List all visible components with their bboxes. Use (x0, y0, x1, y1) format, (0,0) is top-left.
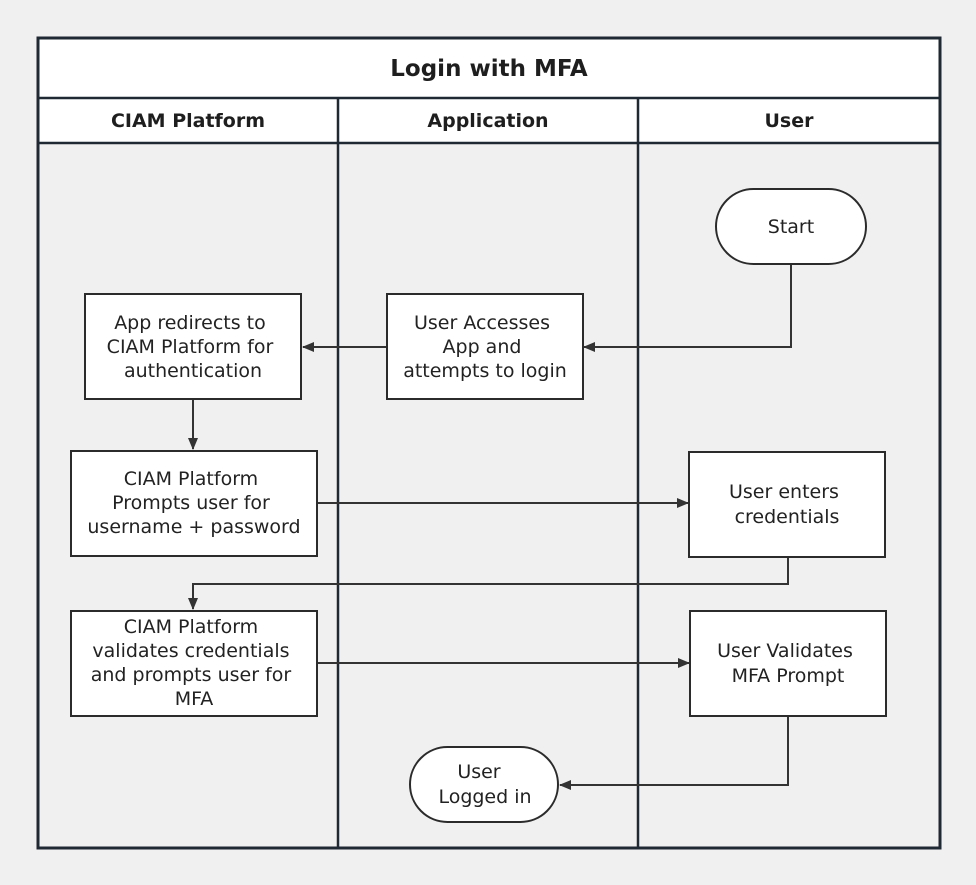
process-shape (70, 450, 318, 557)
node-prompts-credentials-line-3: username + password (87, 516, 300, 538)
node-prompts-credentials: CIAM Platform Prompts user for username … (70, 450, 318, 557)
edge-validates-mfa-to-logged-in (559, 716, 789, 790)
terminal-shape (715, 188, 867, 265)
title-bar (38, 38, 940, 98)
node-validates-mfa: User Validates MFA Prompt (689, 610, 887, 717)
node-validates-credentials-line-2: validates credentials (92, 640, 289, 662)
svg-text:CIAM Platform Prompts us: CIAM Platform Prompts user for username … (87, 462, 300, 538)
lane-title-application: Application (427, 110, 548, 132)
edge-start-to-user-accesses (583, 264, 792, 352)
node-app-redirects: App redirects to CIAM Platform for authe… (84, 293, 302, 400)
lane-header-bar (38, 98, 940, 143)
node-user-accesses-line-1: User Accesses (414, 312, 550, 334)
node-start: Start (715, 188, 867, 265)
process-shape (689, 610, 887, 717)
node-logged-in-line-2: Logged in (438, 786, 531, 808)
node-enters-credentials: User enters credentials (688, 451, 886, 558)
node-prompts-credentials-line-2: Prompts user for (112, 492, 270, 514)
svg-text:Start: Start (768, 216, 814, 238)
connectors (188, 264, 792, 790)
svg-text:App redirects to CIAM Pl: App redirects to CIAM Platform for authe… (107, 306, 280, 382)
node-app-redirects-line-1: App redirects to (114, 312, 266, 334)
process-shape (84, 293, 302, 400)
node-enters-credentials-line-2: credentials (735, 506, 840, 528)
node-app-redirects-line-2: CIAM Platform for (107, 336, 274, 358)
node-validates-credentials-line-3: and prompts user for (91, 664, 292, 686)
lane-title-ciam-platform: CIAM Platform (111, 110, 265, 132)
svg-text:User enters credentials: User enters credentials (729, 475, 845, 528)
node-validates-mfa-line-2: MFA Prompt (732, 665, 845, 687)
terminal-shape (409, 746, 559, 823)
svg-text:User Accesses App and: User Accesses App and attempts to login (403, 306, 567, 382)
node-user-accesses: User Accesses App and attempts to login (386, 293, 584, 400)
node-user-accesses-line-2: App and (443, 336, 522, 358)
process-shape (688, 451, 886, 558)
node-start-line-1: Start (768, 216, 814, 238)
node-validates-credentials: CIAM Platform validates credentials and … (70, 610, 318, 717)
svg-text:User Validates MFA Promp: User Validates MFA Prompt (717, 634, 859, 687)
node-app-redirects-line-3: authentication (124, 360, 262, 382)
diagram-title: Login with MFA (390, 56, 588, 82)
node-validates-mfa-line-1: User Validates (717, 640, 853, 662)
diagram-frame (36, 36, 942, 850)
node-validates-credentials-line-1: CIAM Platform (124, 616, 258, 638)
lane-title-user: User (765, 110, 815, 132)
node-logged-in: User Logged in (409, 746, 559, 823)
node-user-accesses-line-3: attempts to login (403, 360, 567, 382)
svg-text:CIAM Platform validates: CIAM Platform validates credentials and … (91, 610, 297, 710)
edge-enters-credentials-to-validates-credentials (188, 557, 789, 610)
process-shape (386, 293, 584, 400)
node-logged-in-line-1: User (457, 761, 500, 783)
svg-text:User Logged in: User Logged in (438, 755, 531, 808)
node-prompts-credentials-line-1: CIAM Platform (124, 468, 258, 490)
node-validates-credentials-line-4: MFA (175, 688, 214, 710)
process-shape (70, 610, 318, 717)
node-enters-credentials-line-1: User enters (729, 481, 839, 503)
